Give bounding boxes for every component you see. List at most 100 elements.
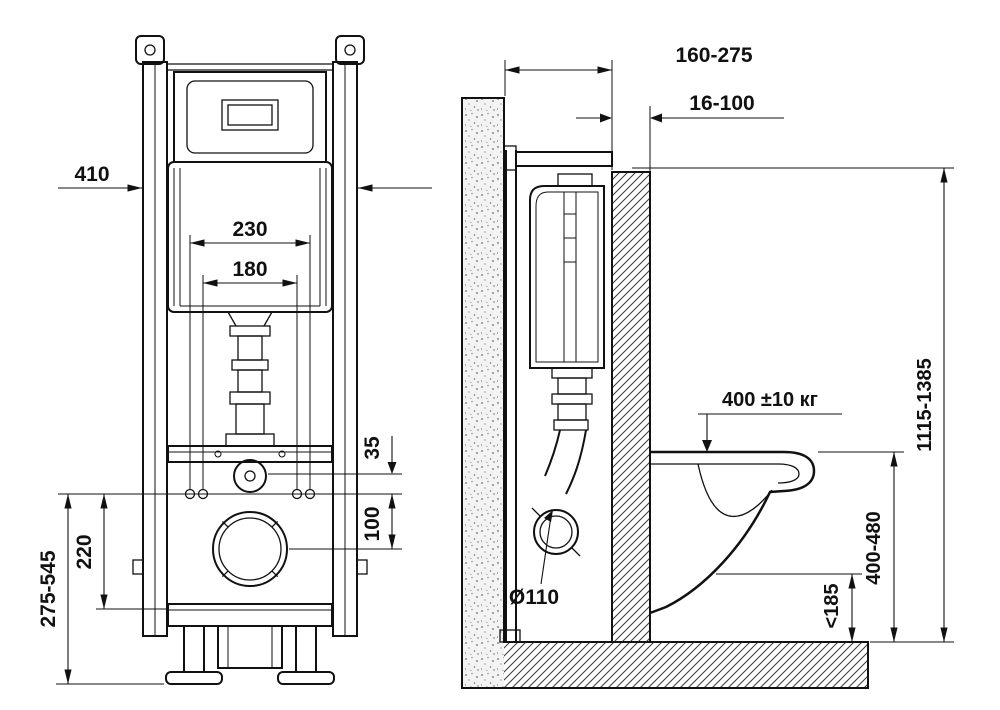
bottom-rail <box>167 603 333 627</box>
foot-plate-left <box>165 671 223 685</box>
stud-hole <box>291 488 303 500</box>
side-tab-right <box>356 559 368 575</box>
cistern-tank-side <box>529 173 605 369</box>
side-view: 160-275 16-100 400 ±10 кг 1115-1385 400-… <box>461 44 954 689</box>
dim-frame-height-1115-1385: 1115-1385 <box>632 167 954 643</box>
dim-inlet-to-fixings-35: 35 <box>268 436 402 495</box>
tank-inner-shell <box>173 168 327 307</box>
dim-panel-thickness-16-100: 16-100 <box>576 92 784 172</box>
wall-section <box>462 98 504 688</box>
bracket-plate <box>335 35 365 65</box>
cistern-tank-front <box>167 161 333 327</box>
wall-bracket-left <box>135 35 165 65</box>
foot-plate-right <box>277 671 335 685</box>
extension-lines <box>189 235 311 489</box>
frame-rail-right <box>332 61 358 637</box>
dim-label-bowl-clearance: <185 <box>821 583 843 628</box>
stud-hole <box>197 488 209 500</box>
outlet-clamp-ticks <box>221 520 279 578</box>
wall-anchor <box>503 145 517 171</box>
toilet-bowl-profile <box>649 450 816 615</box>
top-crossmember <box>167 63 333 71</box>
flush-button-outer <box>221 99 279 131</box>
outlet-clamp-ticks <box>531 507 581 557</box>
top-bracket-side <box>503 145 613 171</box>
bracket-plate <box>135 35 165 65</box>
adjustable-leg-left <box>183 625 205 673</box>
dim-label-frame-width: 410 <box>74 163 109 186</box>
leader-line <box>540 515 552 585</box>
fixing-studs <box>168 488 332 500</box>
dim-fixing-spacing-outer-230: 230 <box>189 218 311 489</box>
wall-floor-outline <box>461 97 869 689</box>
dim-label-bowl-height: 400-480 <box>863 511 885 584</box>
finished-wall-panel <box>611 171 651 643</box>
dim-bowl-height-400-480: 400-480 <box>818 451 904 642</box>
frame-rail-left <box>142 61 168 637</box>
rail-foot <box>499 629 521 643</box>
extension-lines <box>202 275 298 489</box>
dim-label-outlet-height: 220 <box>73 534 96 569</box>
arrow-icon <box>544 510 553 522</box>
bracket-hole-icon <box>344 44 356 56</box>
waste-outlet-side <box>531 507 581 557</box>
crossbar-bolt-icon <box>214 450 222 458</box>
crossbar-bolt-icon <box>278 450 286 458</box>
crossbar <box>167 445 333 463</box>
front-view: 410 230 180 35 100 220 <box>37 35 432 685</box>
arrow-icon <box>702 440 712 452</box>
stud-hole <box>184 488 196 500</box>
flush-plate <box>186 80 314 154</box>
wall-bracket-right <box>335 35 365 65</box>
bracket-hole-icon <box>144 44 156 56</box>
floor-section <box>504 642 868 688</box>
flush-pipe-front <box>225 325 275 447</box>
tank-outlet-taper <box>227 311 273 327</box>
frame-rail-side <box>499 150 521 643</box>
stud-hole <box>304 488 316 500</box>
bowl-rim-inner <box>650 463 800 484</box>
extension-lines <box>504 60 613 170</box>
water-inlet-port <box>233 459 267 493</box>
dim-label-panel-thickness: 16-100 <box>689 92 754 115</box>
arrow-icon <box>387 462 397 474</box>
access-box <box>173 71 327 163</box>
bowl-outline <box>649 450 816 615</box>
arrow-icon <box>600 113 612 123</box>
waste-outlet-front <box>212 511 288 587</box>
dim-bowl-clearance-185: <185 <box>716 573 862 642</box>
dim-label-outlet-diameter: Ø110 <box>509 586 559 609</box>
flush-button-inner <box>227 104 273 126</box>
dim-installation-depth-160-275: 160-275 <box>504 44 753 170</box>
bowl-cavity-line <box>697 463 773 518</box>
flush-pipe-side <box>544 367 593 495</box>
dim-fixing-spacing-inner-180: 180 <box>202 258 298 489</box>
extension-lines <box>632 167 954 643</box>
adjustable-leg-right <box>295 625 317 673</box>
outlet-elbow <box>544 429 587 495</box>
dim-leg-adjust-275-545: 275-545 <box>37 494 164 685</box>
dim-label-max-load: 400 ±10 кг <box>722 389 818 411</box>
dim-label-inlet-offset: 35 <box>361 436 384 460</box>
extension-lines <box>268 473 402 495</box>
arrow-icon <box>650 113 662 123</box>
dim-label-installation-depth: 160-275 <box>675 44 752 67</box>
dim-frame-width-410: 410 <box>58 163 432 192</box>
flush-plate-assembly <box>173 71 327 163</box>
tank-top-cap <box>557 173 593 187</box>
flush-valve <box>563 192 577 362</box>
dim-label-outlet-offset: 100 <box>361 506 384 541</box>
tank-inner-wall <box>535 191 599 363</box>
dim-outlet-diameter-110: Ø110 <box>509 510 559 609</box>
dim-label-leg-adjust: 275-545 <box>37 550 60 627</box>
dim-label-fixing-outer: 230 <box>232 218 267 241</box>
dim-label-frame-height: 1115-1385 <box>914 358 936 451</box>
dim-outlet-height-220: 220 <box>58 493 184 610</box>
waste-bend-box <box>217 625 283 669</box>
side-tab-left <box>132 559 144 575</box>
dim-fixings-to-outlet-100: 100 <box>289 494 402 550</box>
dim-max-load: 400 ±10 кг <box>698 389 842 452</box>
dim-label-fixing-inner: 180 <box>232 258 267 281</box>
